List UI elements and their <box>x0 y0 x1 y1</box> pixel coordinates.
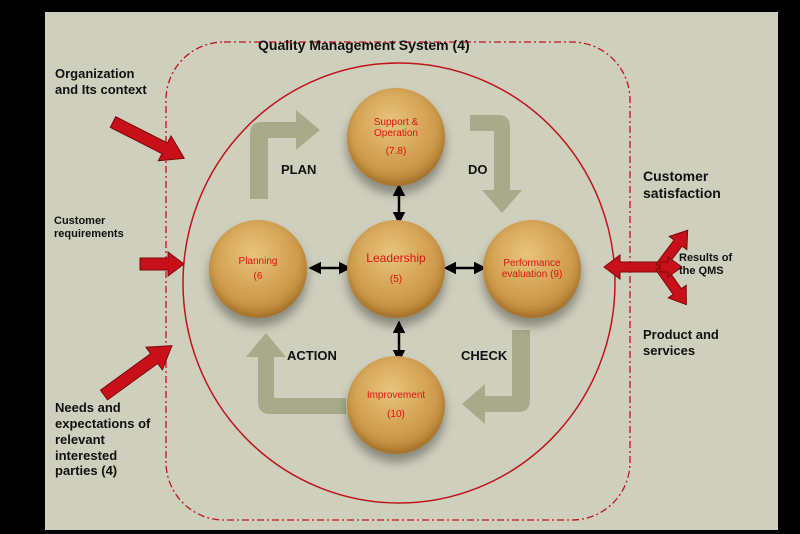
needs-input-arrow <box>99 345 173 401</box>
results-output-arrow <box>659 256 683 278</box>
performance-evaluation-node: Performance evaluation (9) <box>483 220 581 318</box>
organization-context-label: Organization and Its context <box>55 66 147 97</box>
qms-circle <box>182 62 616 504</box>
support-operation-node: Support & Operation (7.8) <box>347 88 445 186</box>
context-input-arrow <box>109 115 186 162</box>
planning-node: Planning (6 <box>209 220 307 318</box>
do-cycle-arrow <box>470 115 522 213</box>
leadership-node: Leadership (5) <box>347 220 445 318</box>
leadership-node-name: Leadership <box>366 251 426 266</box>
improvement-node: Improvement (10) <box>347 356 445 454</box>
improvement-node-name: Improvement <box>366 389 426 401</box>
products-services-label: Product and services <box>643 327 719 358</box>
do-label: DO <box>468 162 488 177</box>
interested-parties-label: Needs and expectations of relevant inter… <box>55 400 151 479</box>
action-label: ACTION <box>287 348 337 363</box>
qms-title: Quality Management System (4) <box>258 37 470 53</box>
plan-label: PLAN <box>281 162 317 177</box>
customer-satisfaction-label: Customer satisfaction <box>643 168 721 202</box>
support-node-number: (7.8) <box>385 145 407 157</box>
check-label: CHECK <box>461 348 508 363</box>
qms-results-label: Results of the QMS <box>679 252 733 278</box>
customer-requirements-label: Customer requirements <box>54 215 124 241</box>
qms-boundary <box>165 41 631 521</box>
planning-node-number: (6 <box>253 270 263 282</box>
products-output-arrow <box>655 263 687 306</box>
improvement-node-number: (10) <box>387 409 405 420</box>
check-cycle-arrow <box>462 330 530 424</box>
action-cycle-arrow <box>246 333 346 414</box>
requirements-input-arrow <box>139 251 185 277</box>
planning-node-name: Planning <box>238 256 278 267</box>
qms-output-arrow <box>603 254 661 280</box>
plan-cycle-arrow <box>250 110 320 199</box>
leadership-node-number: (5) <box>389 274 403 286</box>
support-node-name: Support & Operation <box>373 116 419 140</box>
performance-node-name: Performance evaluation (9) <box>501 257 563 281</box>
